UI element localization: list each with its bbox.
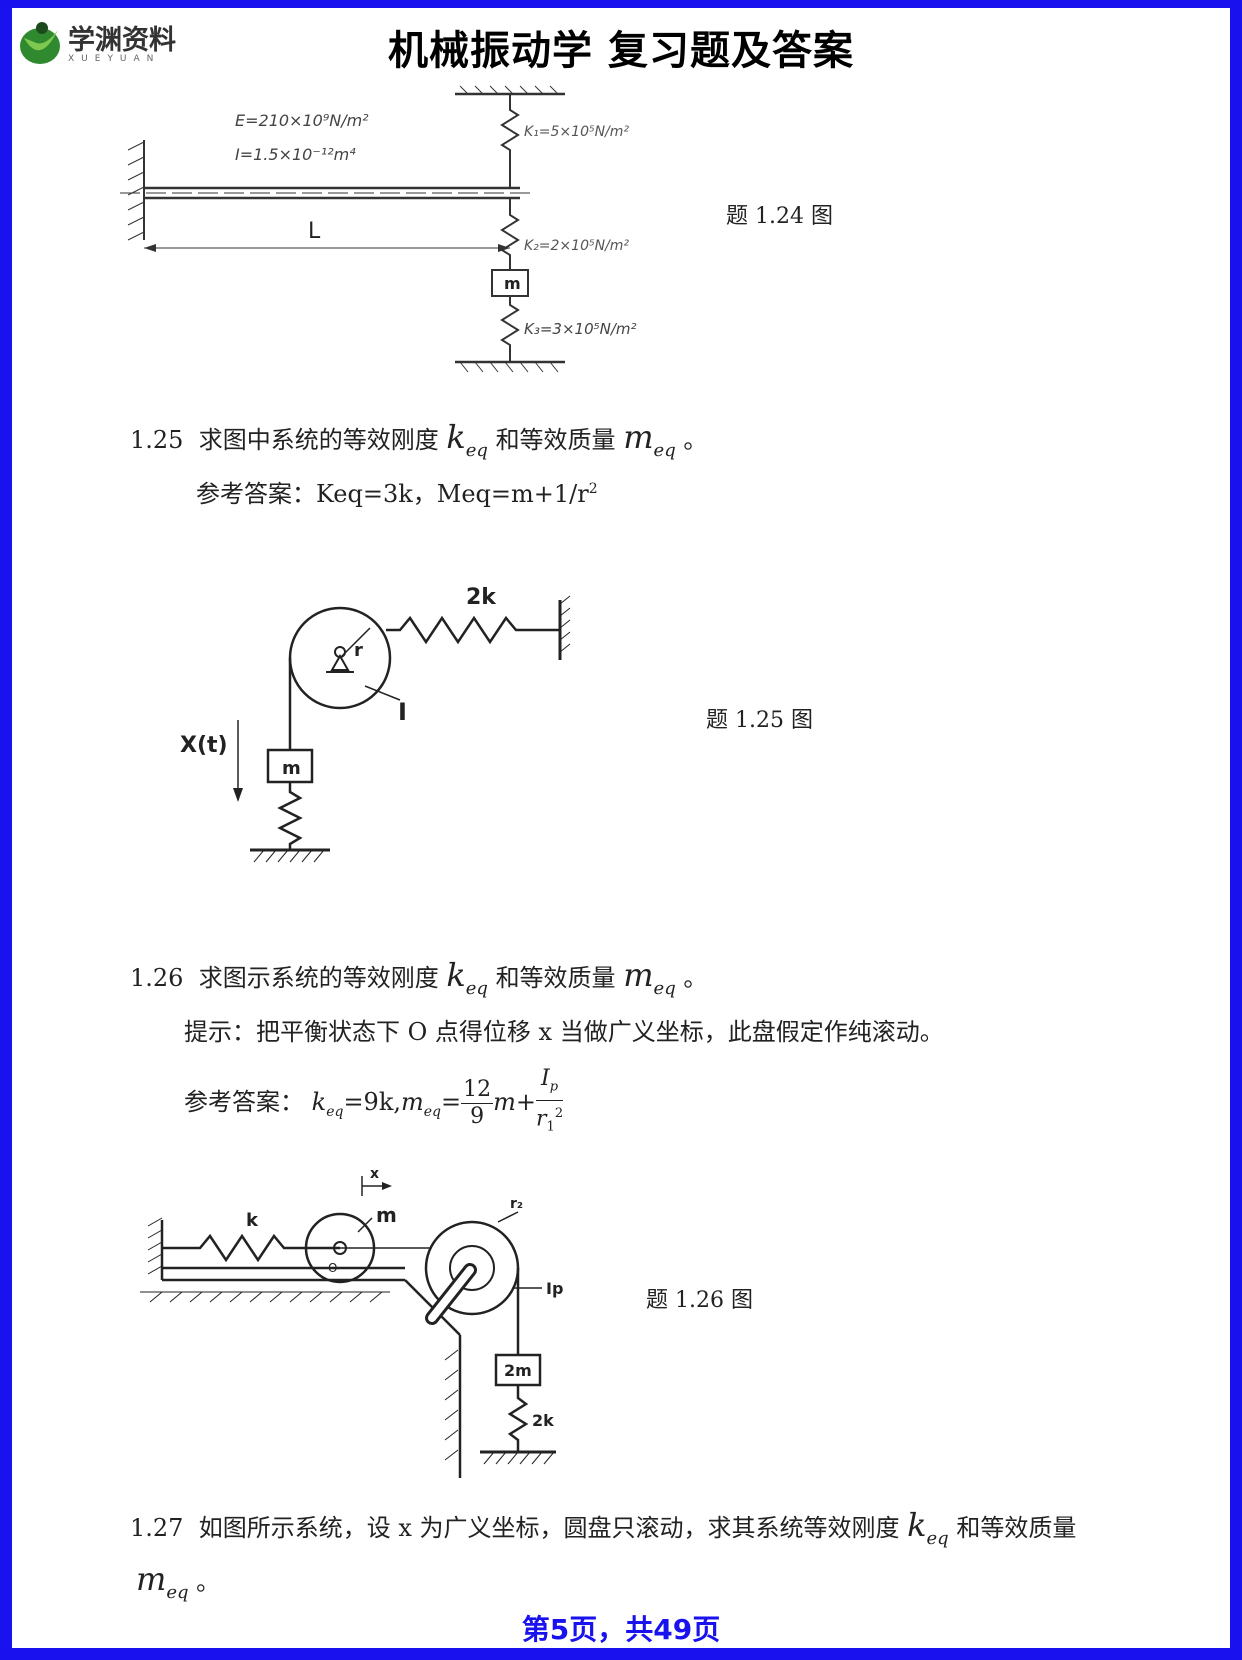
fig126-mass-label: 2m (504, 1361, 532, 1380)
xueyuan-logo (20, 22, 60, 64)
question-text: 和等效质量 (495, 964, 616, 992)
hint-1-26: 提示：把平衡状态下 O 点得位移 x 当做广义坐标，此盘假定作纯滚动。 (184, 1018, 944, 1046)
keq-subscript: eq (465, 440, 488, 461)
fig126-x-label: x (370, 1166, 379, 1182)
fig124-mass-label: m (504, 274, 521, 293)
meq-subscript: eq (653, 978, 676, 999)
fig125-mass-label: m (282, 758, 301, 779)
fig124-k3-label: K₃=3×10⁵N/m² (524, 320, 637, 338)
question-1-25: 1.25 求图中系统的等效刚度 keq 和等效质量 meq 。 (130, 418, 708, 461)
logo-subtext: XUEYUAN (68, 54, 161, 64)
fig126-spring2-label: 2k (532, 1411, 554, 1430)
meq-subscript: eq (653, 440, 676, 461)
document-page (12, 8, 1230, 1648)
fig125-I-label: I (398, 698, 407, 726)
figure-1-25: 2k r I X(t) m (180, 585, 571, 863)
fig124-caption: 题 1.24 图 (726, 204, 833, 229)
question-text: 如图所示系统，设 x 为广义坐标，圆盘只滚动，求其系统等效刚度 (198, 1514, 900, 1542)
keq-subscript: eq (465, 978, 488, 999)
figure-1-24: E=210×10⁹N/m² I=1.5×10⁻¹²m⁴ L K₁=5×10⁵N/… (120, 85, 637, 373)
fig124-L-label: L (308, 219, 321, 244)
fig124-k1-label: K₁=5×10⁵N/m² (524, 124, 629, 140)
meq-symbol: m (623, 956, 654, 994)
fig126-caption: 题 1.26 图 (646, 1288, 753, 1313)
question-text: 和等效质量 (956, 1514, 1077, 1542)
question-text: 求图中系统的等效刚度 (198, 426, 439, 454)
question-text: 求图示系统的等效刚度 (198, 964, 439, 992)
fig124-E-label: E=210×10⁹N/m² (235, 111, 369, 130)
page-number: 第5页，共49页 (521, 1613, 721, 1646)
question-text: 和等效质量 (495, 426, 616, 454)
fig126-o-label: O (328, 1261, 337, 1275)
answer-1-25: 参考答案：Keq=3k，Meq=m+1/r2 (196, 480, 598, 508)
question-number: 1.26 (130, 964, 184, 992)
question-1-27-cont: meq 。 (136, 1560, 221, 1603)
fig126-m-label: m (376, 1203, 397, 1227)
page-title: 机械振动学 复习题及答案 (388, 28, 854, 74)
fig126-r2-label: r₂ (510, 1196, 523, 1212)
keq-symbol: k (446, 956, 466, 994)
keq-symbol: k (446, 418, 466, 456)
question-number: 1.25 (130, 426, 184, 454)
fig124-I-label: I=1.5×10⁻¹²m⁴ (235, 145, 356, 164)
meq-symbol: m (136, 1560, 167, 1598)
keq-subscript: eq (926, 1528, 949, 1549)
fig126-k-label: k (246, 1210, 259, 1231)
answer-value: Keq=3k，Meq=m+1/r (316, 480, 589, 508)
question-1-27: 1.27 如图所示系统，设 x 为广义坐标，圆盘只滚动，求其系统等效刚度 keq… (130, 1506, 1076, 1549)
meq-subscript: eq (166, 1582, 189, 1603)
fig125-spring-label: 2k (466, 585, 497, 610)
question-1-26: 1.26 求图示系统的等效刚度 keq 和等效质量 meq 。 (130, 956, 708, 999)
logo-text: 学渊资料 (68, 25, 176, 56)
figure-1-26: x k m r₂ Ip O 2m 2k (140, 1166, 563, 1478)
fig126-ip-label: Ip (546, 1279, 563, 1298)
fig124-k2-label: K₂=2×10⁵N/m² (524, 238, 629, 254)
meq-symbol: m (623, 418, 654, 456)
fig125-x-label: X(t) (180, 733, 228, 758)
fig125-r-label: r (354, 640, 363, 661)
keq-symbol: k (907, 1506, 927, 1544)
fig125-caption: 题 1.25 图 (706, 708, 813, 733)
question-number: 1.27 (130, 1514, 184, 1542)
